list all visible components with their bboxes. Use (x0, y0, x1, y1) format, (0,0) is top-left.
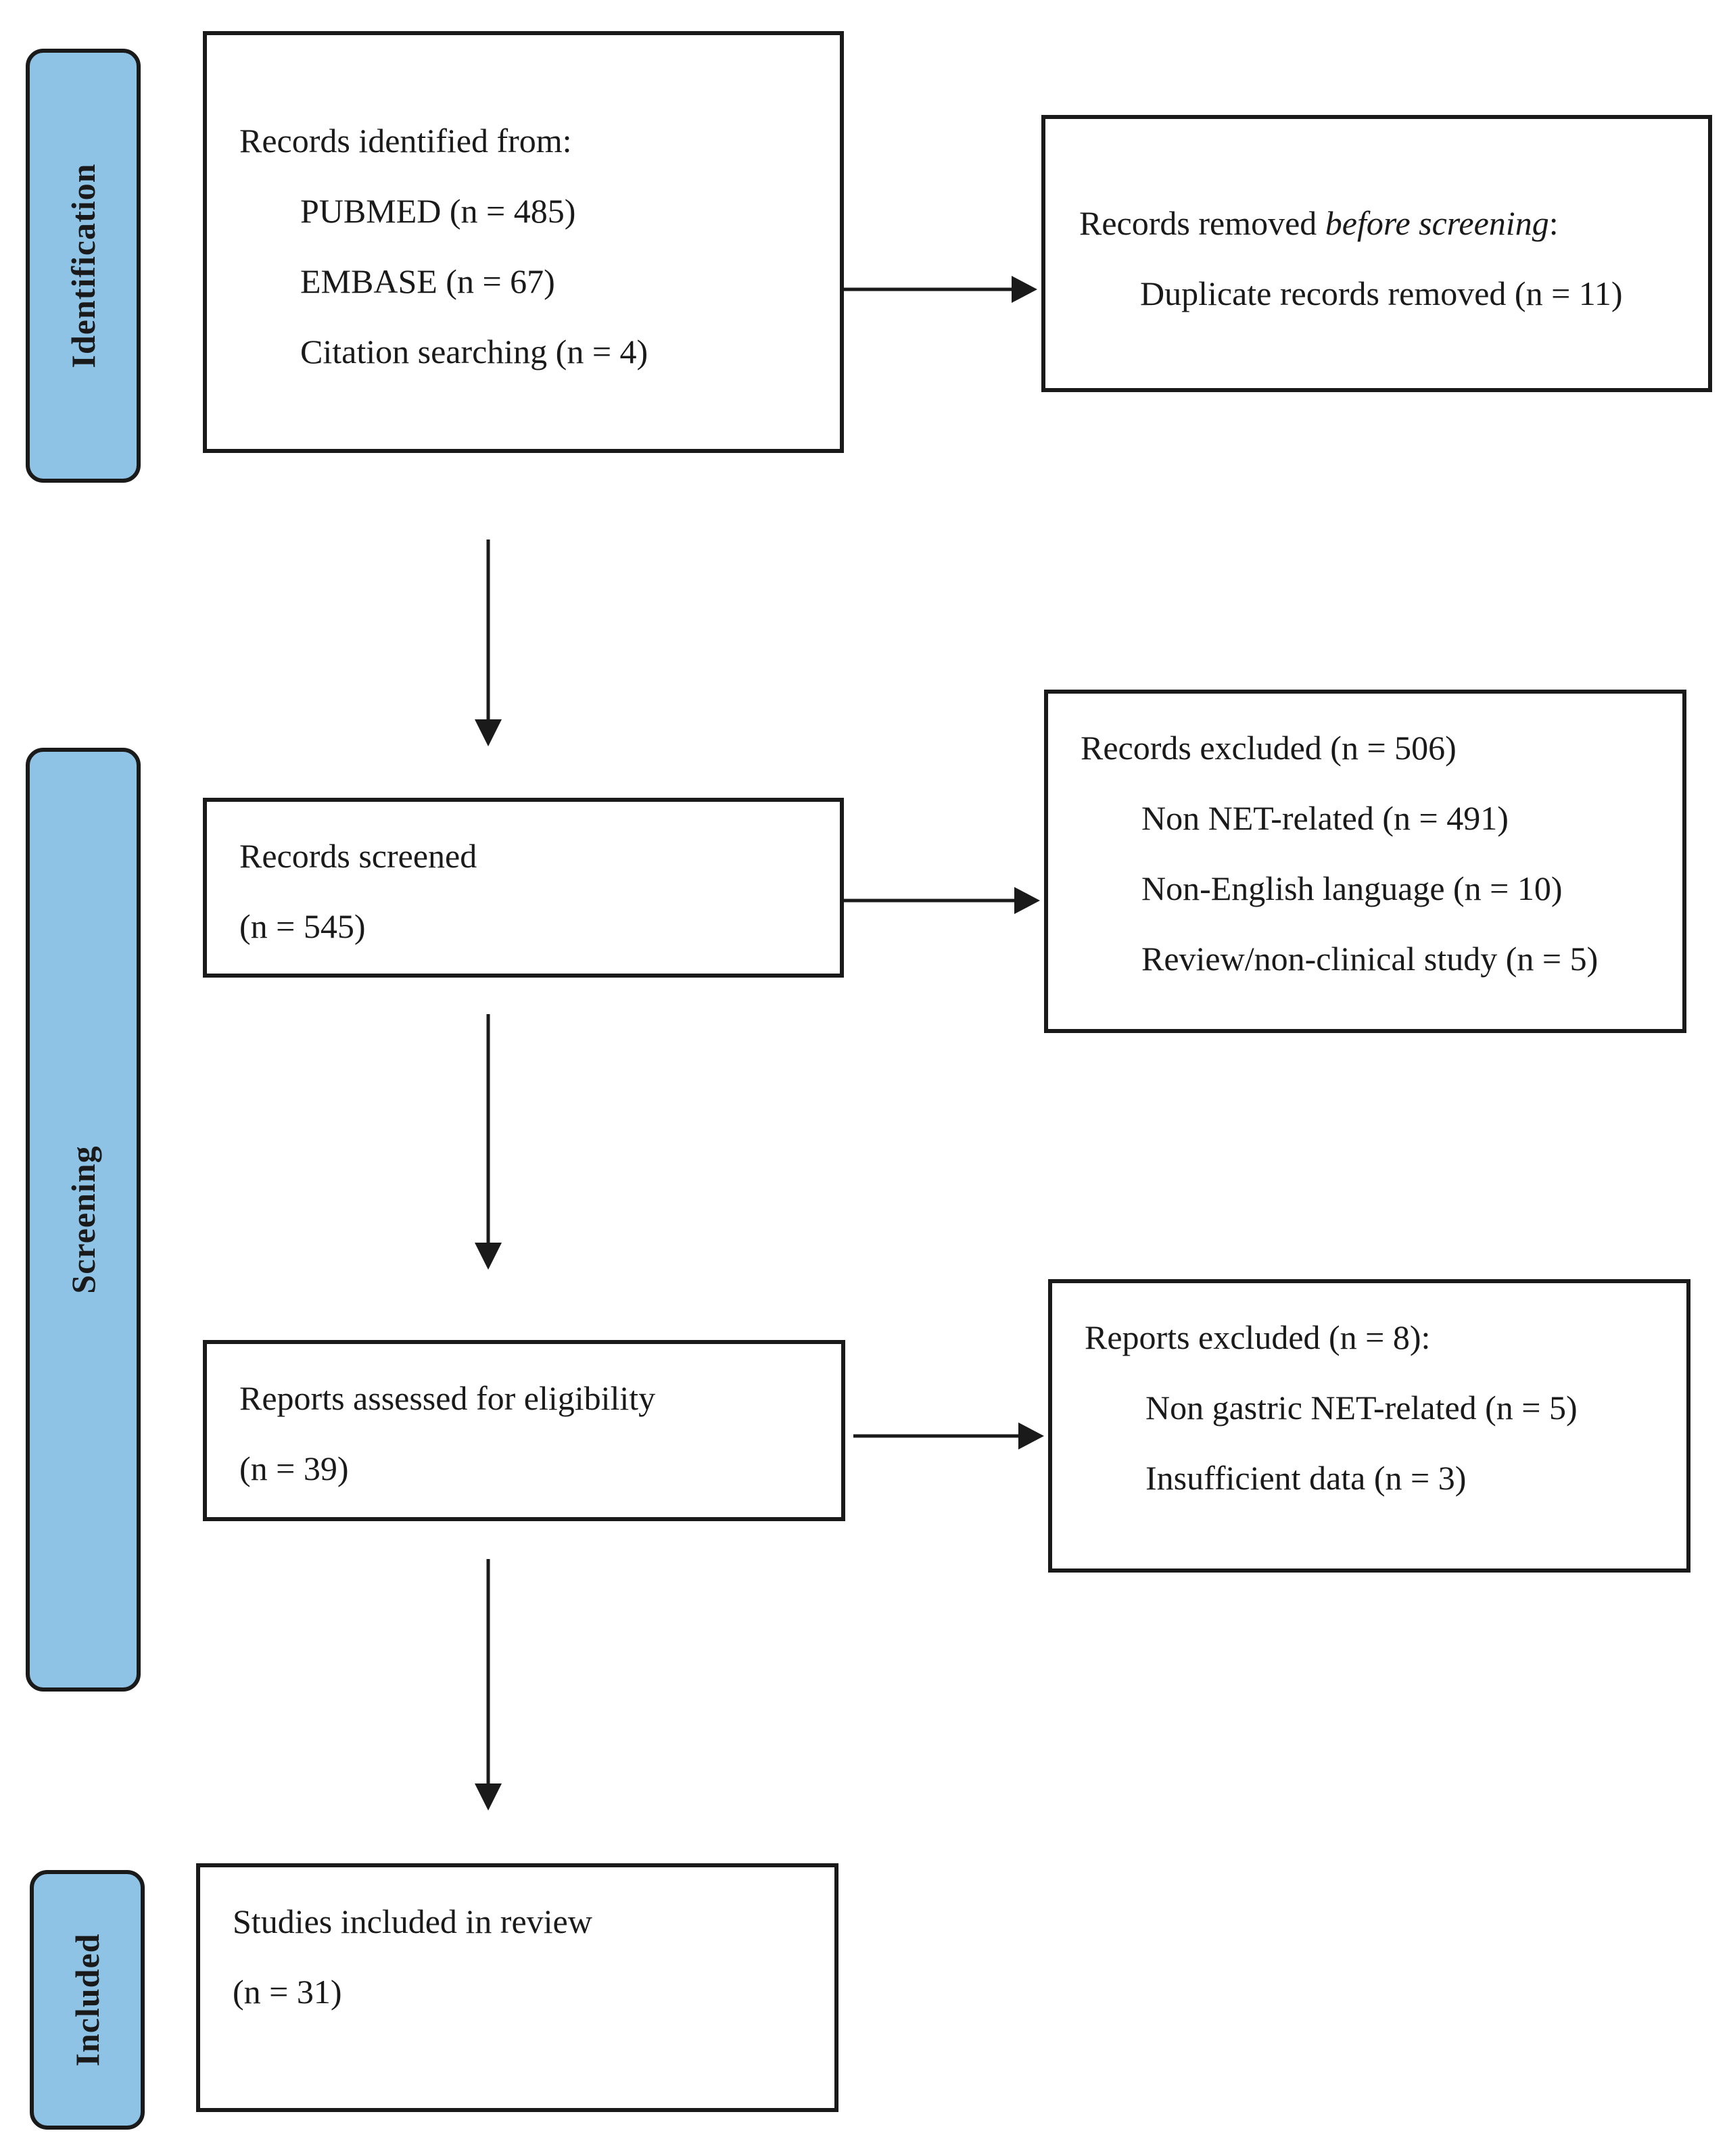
studies-included-count: (n = 31) (233, 1973, 342, 2011)
source-pubmed: PUBMED (n = 485) (300, 192, 576, 230)
records-excluded-heading: Records excluded (n = 506) (1081, 729, 1457, 767)
source-embase: EMBASE (n = 67) (300, 262, 555, 300)
records-identified-box: Records identified from: PUBMED (n = 485… (203, 31, 844, 453)
arrowhead-to-screened (475, 719, 502, 746)
records-screened-box: Records screened (n = 545) (203, 798, 844, 978)
reports-assessed-label: Reports assessed for eligibility (239, 1379, 656, 1417)
excluded-non-net: Non NET-related (n = 491) (1141, 799, 1509, 837)
arrowhead-to-assessed (475, 1243, 502, 1270)
excluded-non-english: Non-English language (n = 10) (1141, 869, 1563, 907)
arrowhead-to-included (475, 1783, 502, 1811)
source-citation-searching: Citation searching (n = 4) (300, 333, 648, 370)
excluded-review: Review/non-clinical study (n = 5) (1141, 940, 1599, 978)
records-screened-count: (n = 545) (239, 907, 366, 945)
arrowhead-to-removed (1012, 276, 1037, 303)
records-removed-heading: Records removed before screening: (1079, 203, 1559, 243)
records-removed-heading-prefix: Records removed (1079, 204, 1325, 242)
phase-screening: Screening (26, 748, 141, 1692)
phase-included: Included (30, 1870, 145, 2130)
reports-excluded-box: Reports excluded (n = 8): Non gastric NE… (1048, 1279, 1690, 1573)
records-removed-box: Records removed before screening: Duplic… (1041, 115, 1712, 392)
excluded-insufficient-data: Insufficient data (n = 3) (1145, 1459, 1467, 1497)
studies-included-box: Studies included in review (n = 31) (196, 1863, 838, 2112)
reports-assessed-box: Reports assessed for eligibility (n = 39… (203, 1340, 845, 1521)
arrowhead-to-records-excluded (1014, 887, 1040, 914)
records-screened-label: Records screened (239, 837, 477, 875)
records-removed-heading-suffix: : (1548, 204, 1559, 242)
records-identified-heading: Records identified from: (239, 122, 572, 160)
arrowhead-to-reports-excluded (1018, 1422, 1044, 1450)
excluded-non-gastric: Non gastric NET-related (n = 5) (1145, 1389, 1578, 1427)
studies-included-label: Studies included in review (233, 1902, 592, 1940)
reports-assessed-count: (n = 39) (239, 1450, 349, 1487)
reports-excluded-heading: Reports excluded (n = 8): (1085, 1318, 1431, 1356)
duplicate-records-removed: Duplicate records removed (n = 11) (1140, 274, 1623, 312)
records-excluded-box: Records excluded (n = 506) Non NET-relat… (1044, 690, 1686, 1033)
phase-identification: Identification (26, 49, 141, 483)
records-removed-heading-emphasis: before screening (1325, 204, 1549, 242)
